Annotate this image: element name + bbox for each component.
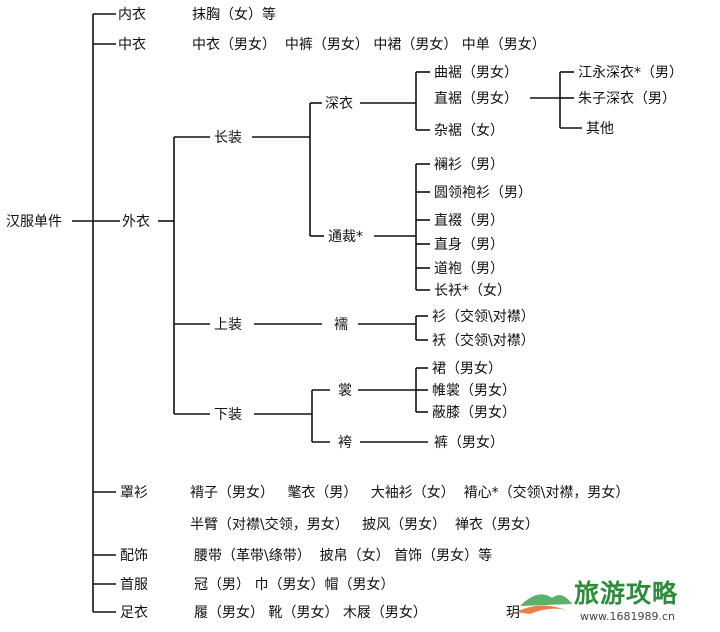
ru-label: 襦 bbox=[334, 317, 348, 333]
tongcai-item: 长袄*（女） bbox=[434, 282, 511, 299]
ru-item: 袄（交领\对襟） bbox=[432, 332, 535, 349]
zaju-item: 杂裾（女） bbox=[434, 122, 504, 139]
zhaoshan-line2: 半臂（对襟\交领，男女） 披风（男女） 禅衣（男女） bbox=[190, 516, 539, 533]
tongcai-item: 直裰（男） bbox=[434, 212, 504, 229]
zuyi-cut-text: 玥 bbox=[506, 605, 520, 621]
chang-label: 裳 bbox=[338, 383, 352, 399]
connector-lines bbox=[72, 13, 582, 613]
shangzhuang-label: 上装 bbox=[214, 317, 242, 333]
quju-item: 曲裾（男女） bbox=[434, 64, 518, 81]
zhiju-item: 直裾（男女） bbox=[434, 90, 518, 107]
zuyi-label: 足衣 bbox=[120, 605, 148, 621]
chang-item: 裙（男女） bbox=[432, 360, 502, 377]
zuyi-items: 履（男女） 靴（男女） 木屐（男女） bbox=[194, 604, 427, 621]
ku-item: 裤（男女） bbox=[434, 434, 504, 451]
peishi-label: 配饰 bbox=[120, 548, 148, 564]
shoufu-items: 冠（男） 巾（男女）帽（男女） bbox=[194, 576, 394, 593]
neiyi-label: 内衣 bbox=[118, 7, 146, 23]
watermark-url: www.1681989.cn bbox=[580, 610, 675, 623]
mountain-logo-icon bbox=[520, 594, 572, 606]
peishi-items: 腰带（革带\绦带） 披帛（女） 首饰（男女）等 bbox=[194, 547, 492, 564]
ru-item: 衫（交领\对襟） bbox=[432, 308, 535, 325]
neiyi-items: 抹胸（女）等 bbox=[192, 6, 276, 23]
shoufu-label: 首服 bbox=[120, 577, 148, 593]
chang-item: 蔽膝（男女） bbox=[432, 404, 516, 421]
qita-item: 其他 bbox=[586, 121, 614, 137]
zhongyi-label: 中衣 bbox=[118, 37, 146, 53]
chang-item: 帷裳（男女） bbox=[432, 382, 516, 399]
ku-label: 袴 bbox=[338, 435, 352, 451]
watermark-text: 旅游攻略 bbox=[574, 579, 678, 608]
tongcai-item: 圆领袍衫（男） bbox=[434, 185, 532, 201]
zhaoshan-label: 罩衫 bbox=[120, 485, 148, 501]
jiangyong-item: 江永深衣*（男） bbox=[578, 65, 683, 81]
root-label: 汉服单件 bbox=[6, 214, 62, 230]
changzhuang-label: 长装 bbox=[214, 130, 242, 146]
xiazhuang-label: 下装 bbox=[214, 407, 242, 423]
shenyi-label: 深衣 bbox=[325, 96, 353, 112]
watermark: 旅游攻略 www.1681989.cn bbox=[516, 579, 678, 623]
tongcai-item: 道袍（男） bbox=[434, 261, 504, 277]
tongcai-item: 直身（男） bbox=[434, 236, 504, 253]
zhaoshan-line1: 褙子（男女） 氅衣（男） 大袖衫（女） 褙心*（交领\对襟，男女） bbox=[190, 484, 629, 501]
waiyi-label: 外衣 bbox=[122, 214, 150, 230]
tongcai-item: 襕衫（男） bbox=[434, 157, 504, 173]
wave-logo-icon bbox=[516, 605, 566, 614]
zhuzi-item: 朱子深衣（男） bbox=[578, 91, 676, 107]
tongcai-label: 通裁* bbox=[328, 229, 363, 245]
zhongyi-items: 中衣（男女） 中裤（男女） 中裙（男女） 中单（男女） bbox=[192, 36, 546, 53]
